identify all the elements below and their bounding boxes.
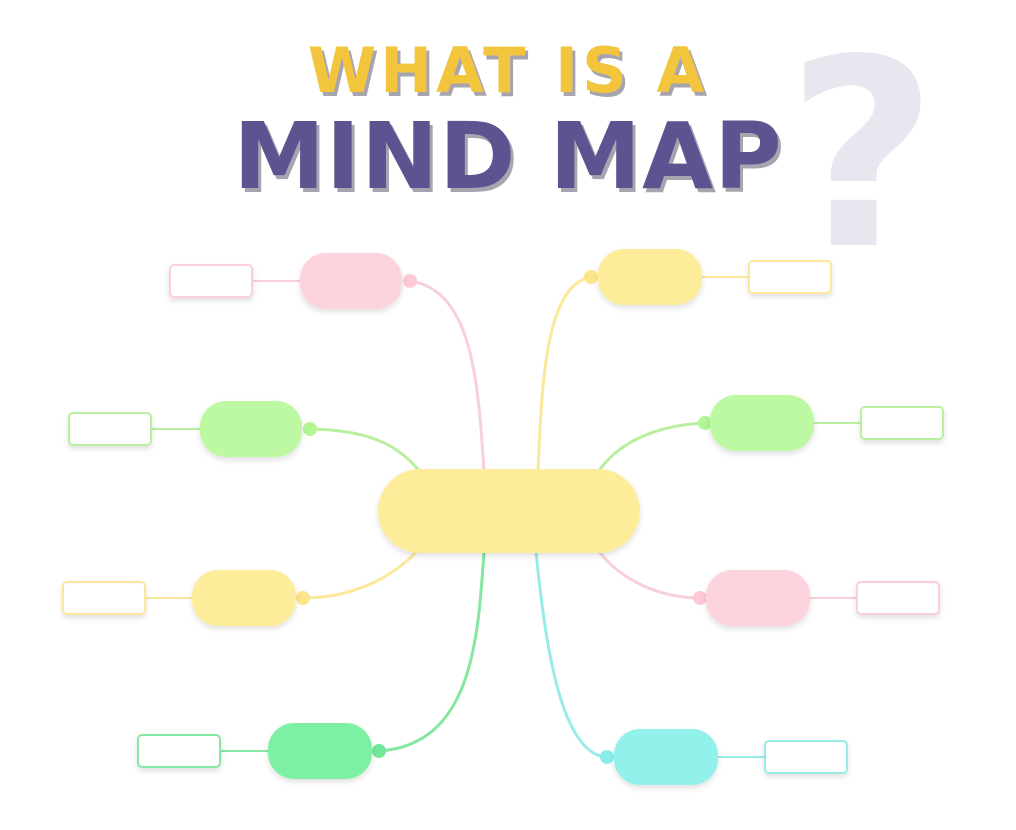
connector-lower-right [596,549,701,600]
connector-dot-lower-left [296,591,310,605]
central-topic[interactable] [378,469,640,553]
connector-dot-top-left [403,274,417,288]
leaf-box-top-left[interactable] [169,264,253,298]
connector-top-right [536,275,592,471]
leaf-box-bottom-right[interactable] [764,740,848,774]
branch-node-mid-left[interactable] [200,401,302,457]
connector-lower-left [302,548,420,600]
page-title: MIND MAP [233,103,782,210]
branch-nodes [192,249,814,785]
branch-node-top-right[interactable] [598,249,702,305]
branch-node-bottom-right[interactable] [614,729,718,785]
branch-node-lower-left[interactable] [192,570,296,626]
connector-mid-right [596,421,706,473]
connector-dot-top-right [584,270,598,284]
connector-mid-left [309,427,422,473]
connector-bottom-left [378,551,486,753]
branch-node-top-left[interactable] [300,253,402,309]
connector-bottom-right [534,551,608,759]
branch-node-mid-right[interactable] [710,395,814,451]
leaf-box-bottom-left[interactable] [137,734,221,768]
title-line-1: WHAT IS A [308,34,709,107]
connector-dot-mid-left [303,422,317,436]
connector-dot-bottom-left [372,744,386,758]
leaf-boxes [62,260,944,774]
connectors [145,275,862,759]
connector-dot-mid-right [698,416,712,430]
leaf-box-lower-left[interactable] [62,581,146,615]
branch-node-lower-right[interactable] [706,570,810,626]
leaf-box-mid-left[interactable] [68,412,152,446]
question-mark-decoration: ? [787,5,938,307]
connector-dot-bottom-right [600,750,614,764]
leaf-box-mid-right[interactable] [860,406,944,440]
leaf-box-lower-right[interactable] [856,581,940,615]
central-topic-shape [378,469,640,553]
branch-node-bottom-left[interactable] [268,723,372,779]
connector-dot-lower-right [693,591,707,605]
connector-top-left [409,279,486,471]
connector-dots [296,270,712,764]
leaf-box-top-right[interactable] [748,260,832,294]
